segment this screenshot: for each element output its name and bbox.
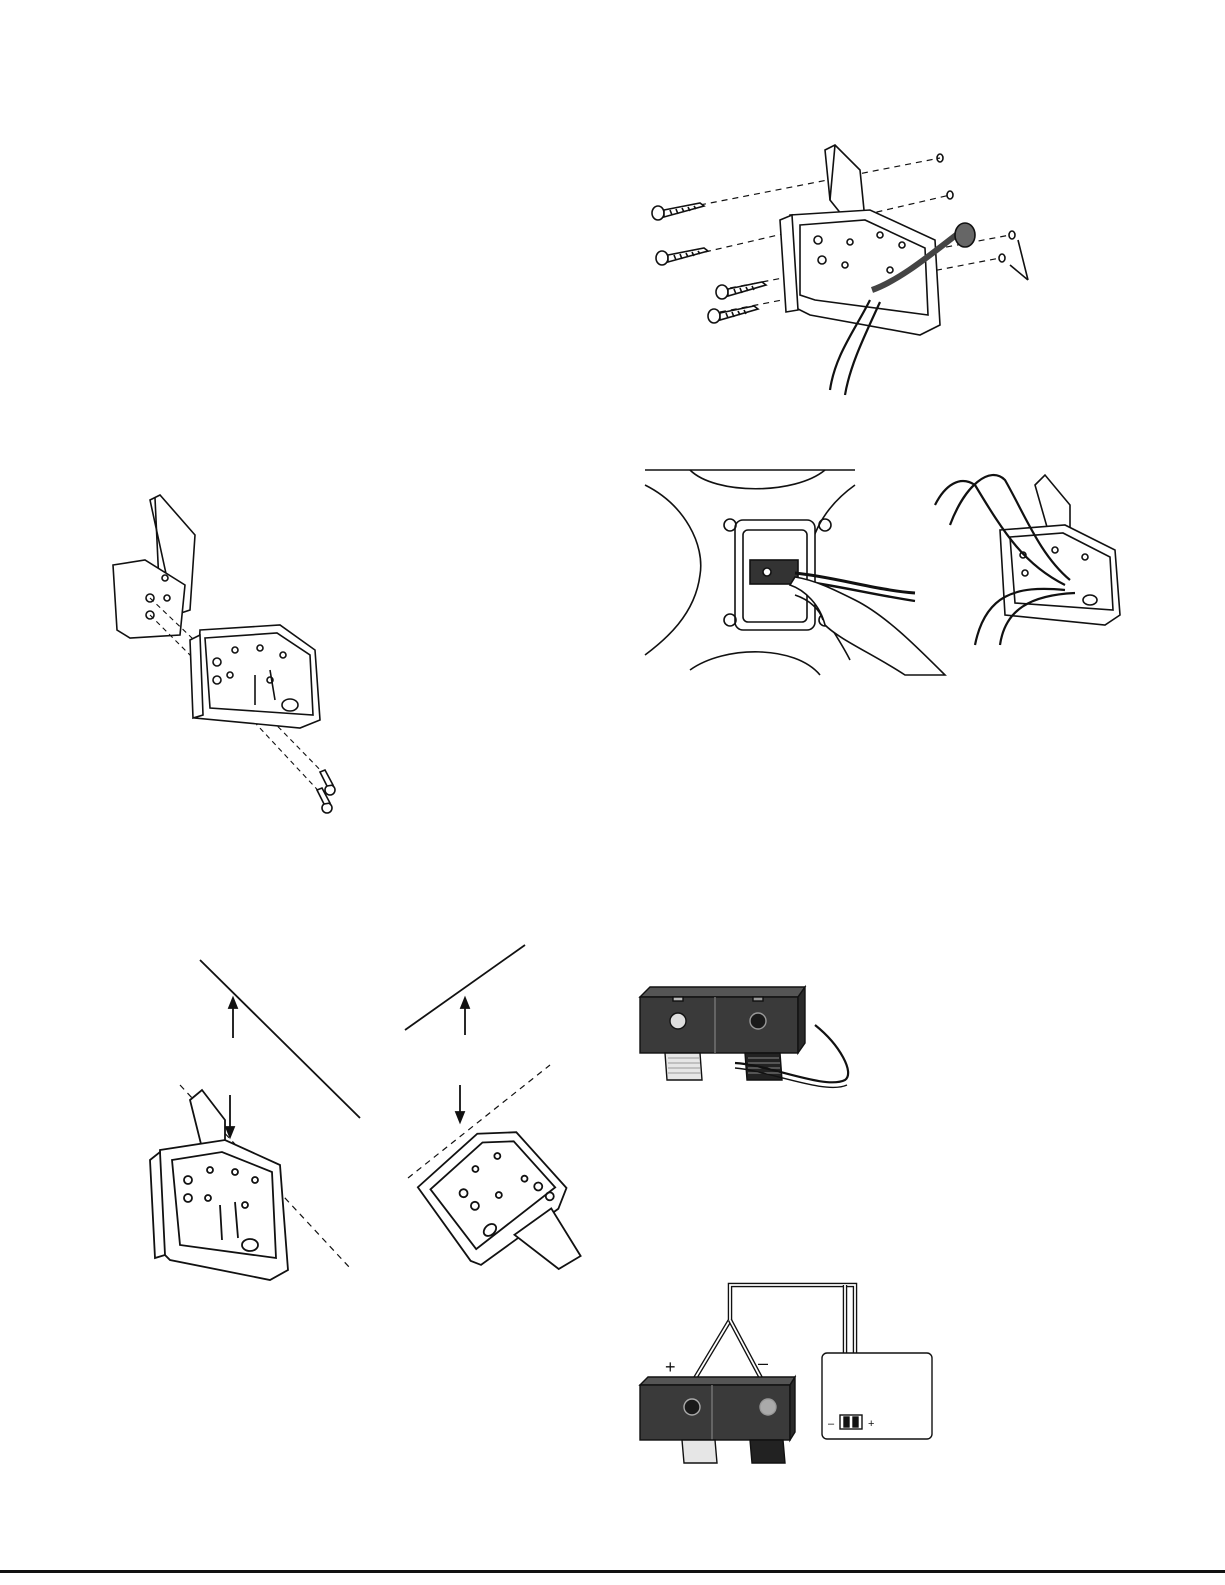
plate-plus-label: + [868,1418,874,1430]
wall-screw-mount-figure [640,140,1040,400]
spring-terminal-icon [640,985,870,1100]
terminal-wiring-figure: + – – + [640,1275,940,1450]
plus-label: + [665,1357,676,1377]
bracket-assembly-figure [105,490,365,830]
page-bottom-rule [0,1570,1225,1573]
terminal-wiring-diagram-icon: + – – + [640,1275,940,1450]
speaker-wire-connection-icon [645,465,1145,685]
wire-connection-figure [645,465,1145,685]
bracket-wall-mount-icon [640,140,1040,400]
spring-terminal-figure [640,985,870,1100]
minus-label: – [758,1353,768,1373]
mounting-orientation-figure [130,940,610,1300]
bracket-orientation-icon [130,940,610,1300]
bracket-assembly-icon [105,490,365,830]
plate-minus-label: – [828,1418,835,1430]
